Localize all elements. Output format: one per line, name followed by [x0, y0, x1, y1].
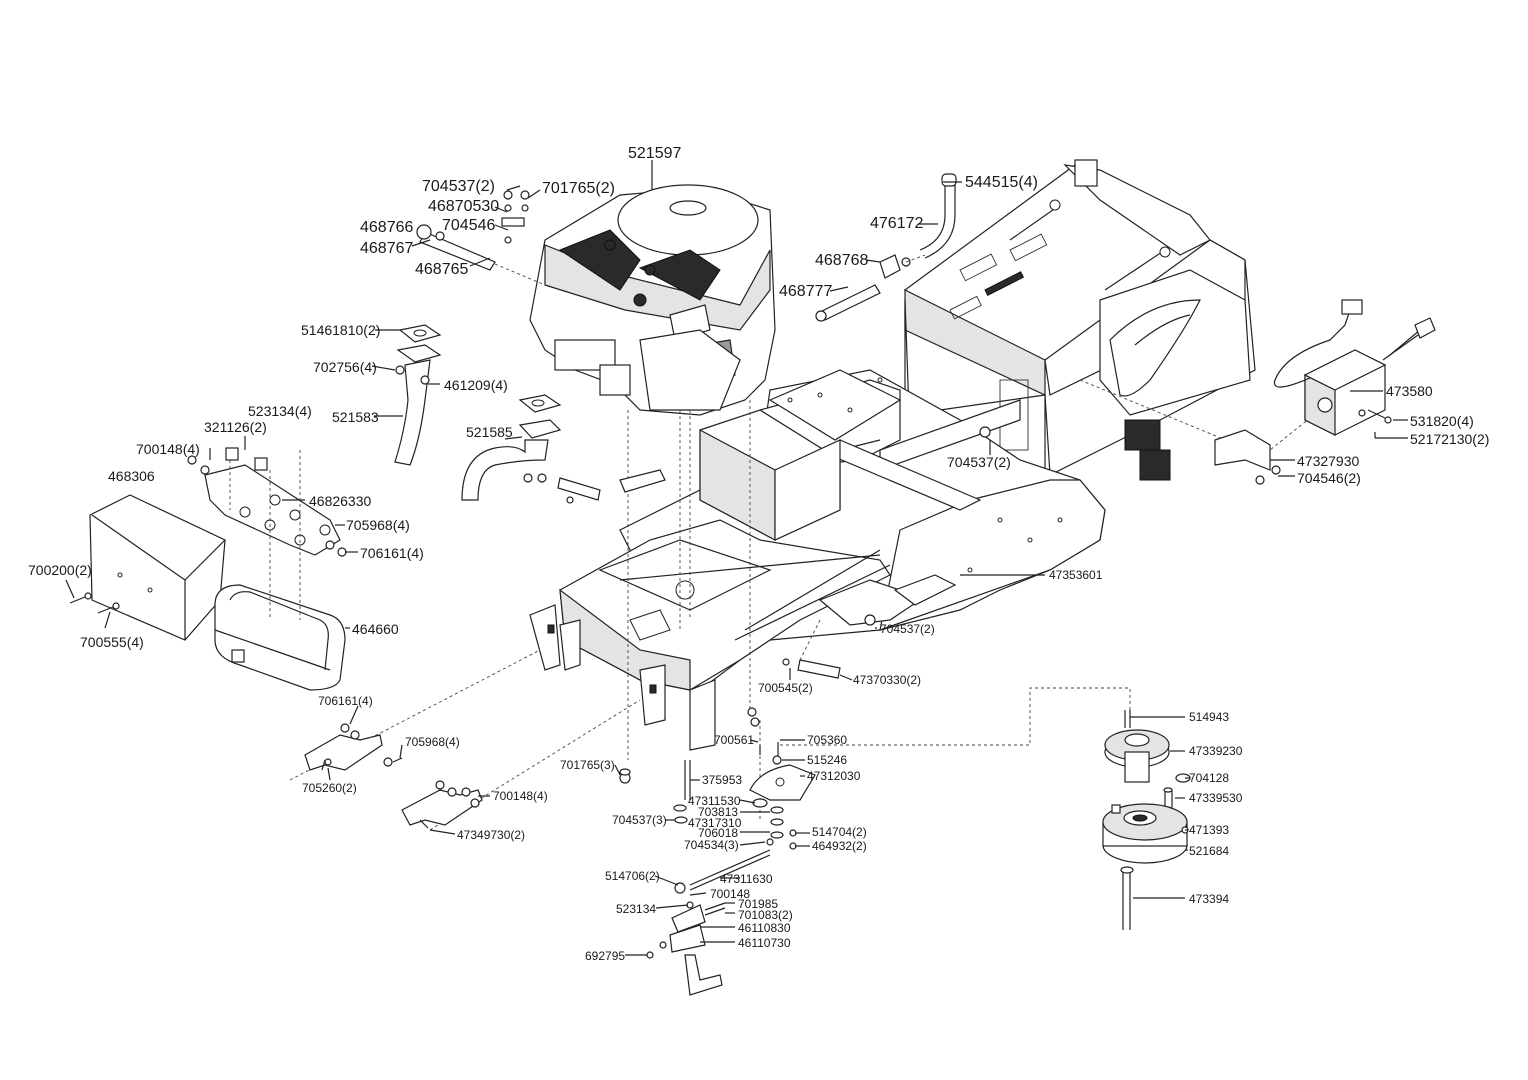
callout-461209-4: 461209(4) [444, 377, 508, 393]
callout-47339530: 47339530 [1189, 791, 1243, 805]
callout-473394: 473394 [1189, 892, 1230, 906]
callout-468766: 468766 [360, 219, 414, 236]
callout-701765-2-top: 701765(2) [542, 180, 615, 197]
callout-468768: 468768 [815, 252, 869, 269]
callout-52172130-2: 52172130(2) [1410, 431, 1490, 447]
callout-700545-2: 700545(2) [758, 681, 813, 695]
callout-701765-3: 701765(3) [560, 758, 615, 772]
callout-46110730: 46110730 [738, 936, 791, 950]
callout-46870530: 46870530 [428, 198, 500, 215]
callout-321126-2: 321126(2) [204, 419, 267, 435]
callout-700555-4: 700555(4) [80, 634, 144, 650]
callout-514706-2: 514706(2) [605, 869, 660, 883]
leader-lines [65, 160, 1408, 956]
callout-544515-4: 544515(4) [965, 174, 1038, 191]
callout-521684: 521684 [1189, 844, 1230, 858]
callout-704537-2-right: 704537(2) [947, 454, 1011, 470]
callout-701985: 701985 [738, 897, 779, 911]
alignment-lines [289, 379, 1321, 831]
callout-47311530: 47311530 [688, 794, 741, 808]
callout-531820-4: 531820(4) [1410, 413, 1474, 429]
callout-514704-2: 514704(2) [812, 825, 867, 839]
callout-523134-4: 523134(4) [248, 403, 312, 419]
callout-51461810-2: 51461810(2) [301, 322, 381, 338]
callout-701083-2: 701083(2) [738, 908, 793, 922]
callout-704537-2-top: 704537(2) [422, 178, 495, 195]
callout-702756-4: 702756(4) [313, 359, 377, 375]
pedal-linkage [557, 426, 991, 996]
callout-473580: 473580 [1386, 383, 1433, 399]
callout-705968-4-top: 705968(4) [346, 517, 410, 533]
callout-47327930: 47327930 [1297, 453, 1360, 469]
oil-drain [416, 190, 546, 286]
callout-703813: 703813 [698, 805, 739, 819]
callout-46826330: 46826330 [309, 493, 372, 509]
callout-705260-2: 705260(2) [302, 781, 357, 795]
callout-47312030: 47312030 [807, 769, 861, 783]
callout-468765: 468765 [415, 261, 469, 278]
callout-704546: 704546 [442, 217, 496, 234]
callout-705968-4-bot: 705968(4) [405, 735, 460, 749]
callout-46110830: 46110830 [738, 921, 791, 935]
callout-464932-2: 464932(2) [812, 839, 867, 853]
callout-464660: 464660 [352, 621, 399, 637]
callout-521597: 521597 [628, 145, 682, 162]
electrical-box [1214, 299, 1436, 485]
main-frame [529, 159, 1256, 751]
callout-47349730-2: 47349730(2) [457, 828, 526, 842]
callout-706161-4-top: 706161(4) [360, 545, 424, 561]
callout-704537-3: 704537(3) [612, 813, 667, 827]
callout-47353601: 47353601 [1049, 568, 1103, 582]
callout-700148-4-left: 700148(4) [136, 441, 200, 457]
lower-brackets [304, 723, 483, 829]
callout-705360: 705360 [807, 733, 848, 747]
callout-375953: 375953 [702, 773, 743, 787]
callout-471393: 471393 [1189, 823, 1230, 837]
callout-704546-2: 704546(2) [1297, 470, 1361, 486]
callout-476172: 476172 [870, 215, 924, 232]
callout-704537-2-mid: 704537(2) [880, 622, 935, 636]
callout-521583: 521583 [332, 409, 379, 425]
callout-704128: 704128 [1189, 771, 1230, 785]
callout-468767: 468767 [360, 240, 414, 257]
callout-47317310: 47317310 [688, 816, 742, 830]
callout-47311630: 47311630 [720, 872, 773, 886]
callout-700200-2: 700200(2) [28, 562, 92, 578]
callout-521585: 521585 [466, 424, 513, 440]
fuel-line [815, 173, 957, 322]
callout-523134: 523134 [616, 902, 657, 916]
callout-706161-4-bot: 706161(4) [318, 694, 373, 708]
callout-47370330-2: 47370330(2) [853, 673, 922, 687]
callout-468777: 468777 [779, 283, 833, 300]
callout-700148: 700148 [710, 887, 751, 901]
callout-700561: 700561 [714, 733, 755, 747]
callout-468306: 468306 [108, 468, 155, 484]
callout-515246: 515246 [807, 753, 848, 767]
pto-clutch-assembly [1102, 710, 1191, 930]
callout-706018: 706018 [698, 826, 739, 840]
callout-700148-4-bot: 700148(4) [493, 789, 548, 803]
callout-692795: 692795 [585, 949, 626, 963]
callout-47339230: 47339230 [1189, 744, 1243, 758]
exhaust-system [69, 324, 562, 691]
callout-704534-3: 704534(3) [684, 838, 739, 852]
engine-assembly [529, 184, 776, 416]
callout-514943: 514943 [1189, 710, 1230, 724]
